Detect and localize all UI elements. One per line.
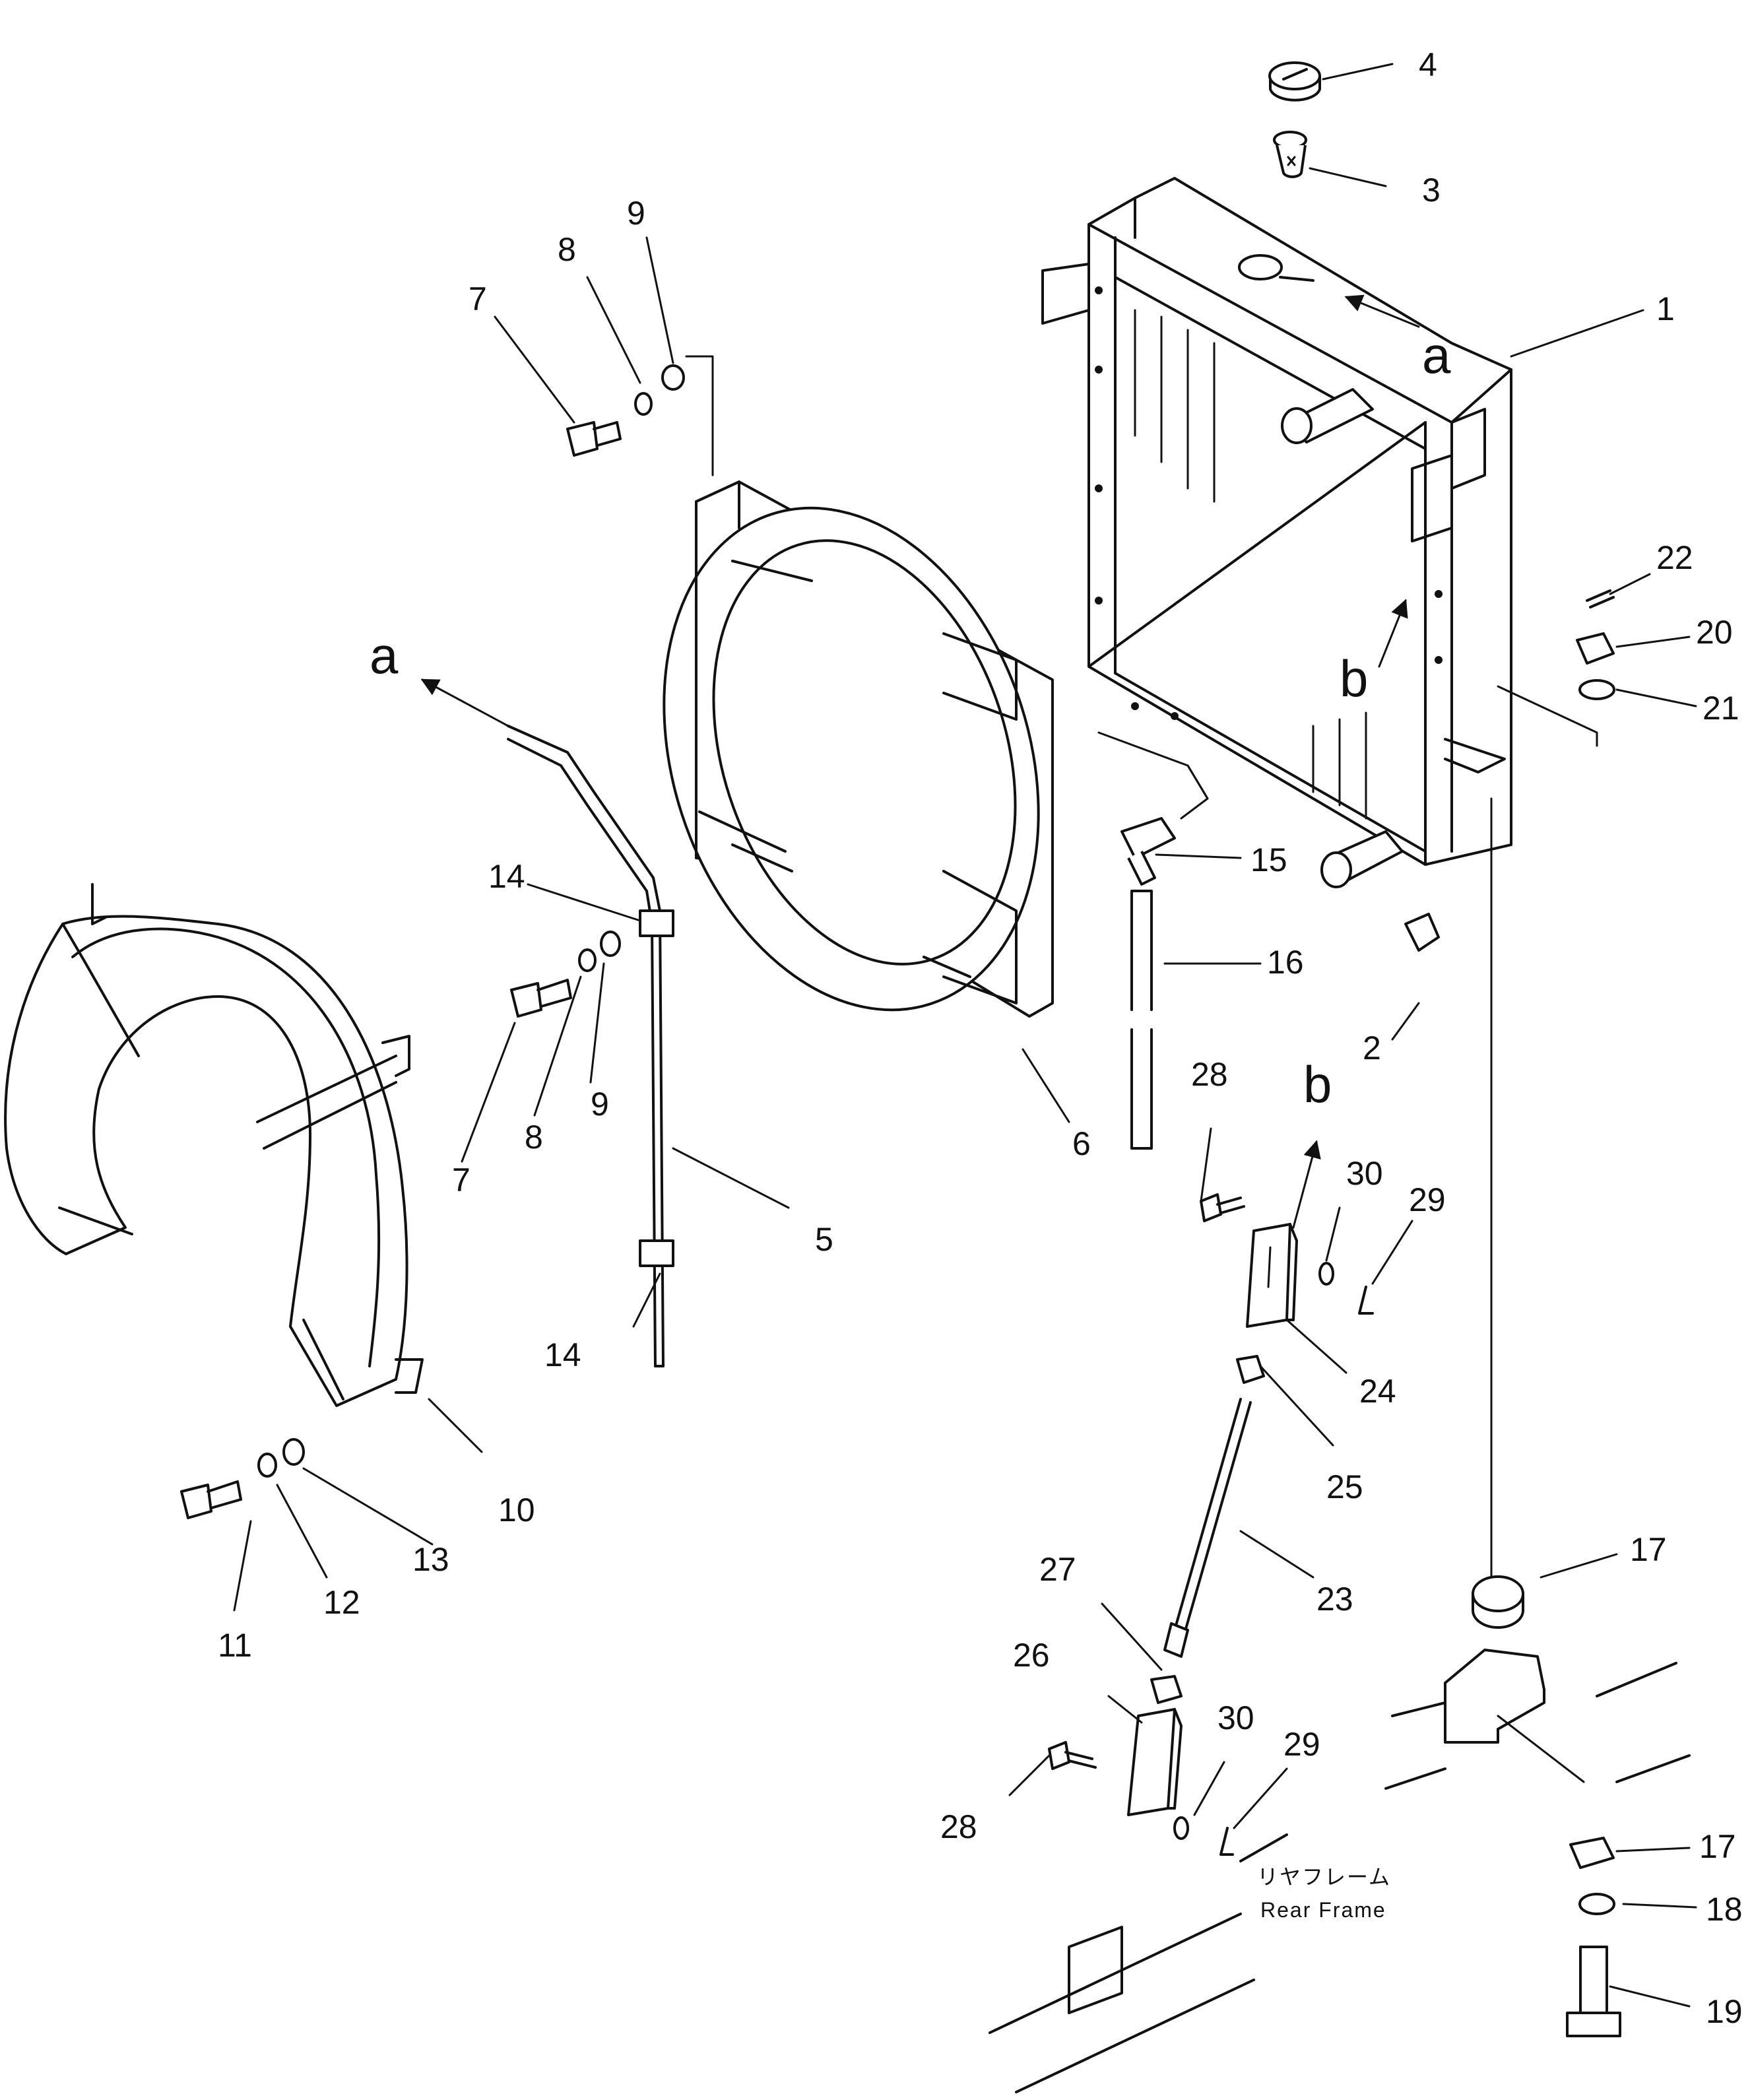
radiator-mount-hardware: [1576, 589, 1615, 700]
bracket-pins: [1048, 1193, 1374, 1856]
callout-14-upper: 14: [488, 858, 525, 895]
callout-17-lower: 17: [1699, 1828, 1736, 1865]
callout-29-lower: 29: [1283, 1726, 1320, 1763]
callout-29-upper: 29: [1409, 1181, 1446, 1218]
fan-guard: [4, 883, 424, 1407]
callout-9-upper: 9: [627, 195, 645, 232]
callout-22: 22: [1656, 539, 1693, 576]
callout-19: 19: [1706, 1993, 1743, 2030]
callout-14-lower: 14: [544, 1336, 581, 1373]
rear-frame-label-en: Rear Frame: [1260, 1898, 1386, 1922]
callout-24: 24: [1359, 1373, 1396, 1410]
callout-17-upper: 17: [1630, 1531, 1667, 1568]
guard-bolt: [510, 931, 621, 1018]
callout-18: 18: [1706, 1891, 1743, 1928]
ref-b-bracket: b: [1303, 1055, 1332, 1113]
callout-8-lower: 8: [525, 1119, 543, 1156]
radiator-cap: [1268, 61, 1321, 102]
callout-6: 6: [1072, 1125, 1091, 1162]
callout-12: 12: [323, 1584, 360, 1621]
callout-13: 13: [412, 1541, 449, 1578]
reference-arrows: [420, 294, 1420, 1229]
callout-25: 25: [1326, 1468, 1363, 1505]
shroud-bolt-upper: [566, 364, 685, 457]
cap-body: [1273, 131, 1307, 178]
callout-10: 10: [498, 1492, 535, 1528]
callout-21: 21: [1703, 690, 1739, 727]
rod-bracket-lower: [1127, 1708, 1183, 1816]
stay-rod: [1163, 1398, 1252, 1658]
callout-2: 2: [1363, 1030, 1381, 1066]
callout-28-upper: 28: [1191, 1056, 1228, 1093]
fan-guard-bolt: [180, 1438, 305, 1519]
ref-b-radiator: b: [1340, 649, 1368, 707]
overflow-pipe: [507, 725, 674, 1367]
rod-bracket-upper: [1246, 1223, 1298, 1328]
callout-23: 23: [1316, 1581, 1353, 1618]
callout-11: 11: [218, 1627, 252, 1664]
callout-7-lower: 7: [452, 1162, 470, 1198]
callout-16: 16: [1267, 944, 1304, 981]
drain-elbow: [1120, 817, 1176, 886]
callout-5: 5: [815, 1221, 833, 1258]
callout-1: 1: [1656, 290, 1675, 327]
callout-20: 20: [1696, 614, 1733, 651]
callout-8-upper: 8: [558, 231, 576, 268]
callout-9-lower: 9: [591, 1086, 609, 1123]
radiator: [1041, 177, 1512, 888]
rear-frame: [989, 1575, 1691, 2093]
callout-26: 26: [1013, 1637, 1050, 1674]
ref-a-radiator: a: [1422, 326, 1451, 384]
callout-7-upper: 7: [469, 280, 487, 317]
callout-30-upper: 30: [1346, 1155, 1383, 1192]
callout-15: 15: [1250, 841, 1287, 878]
callout-30-lower: 30: [1217, 1699, 1254, 1736]
fan-shroud: [663, 480, 1054, 1018]
rear-frame-label-jp: リヤフレーム: [1257, 1865, 1391, 1889]
lower-mount-hardware: [1566, 1837, 1621, 2037]
callout-4: 4: [1419, 46, 1437, 83]
callout-3: 3: [1422, 172, 1441, 209]
leader-lines: [233, 63, 1697, 2008]
callout-28-lower: 28: [940, 1808, 977, 1845]
ref-a-pipe: a: [370, 626, 399, 684]
callout-27: 27: [1039, 1551, 1076, 1588]
rod-nut-lower: [1150, 1675, 1183, 1704]
rod-nut-upper: [1236, 1355, 1265, 1384]
drain-valve: [1404, 913, 1440, 952]
drain-hose: [1130, 890, 1153, 1150]
